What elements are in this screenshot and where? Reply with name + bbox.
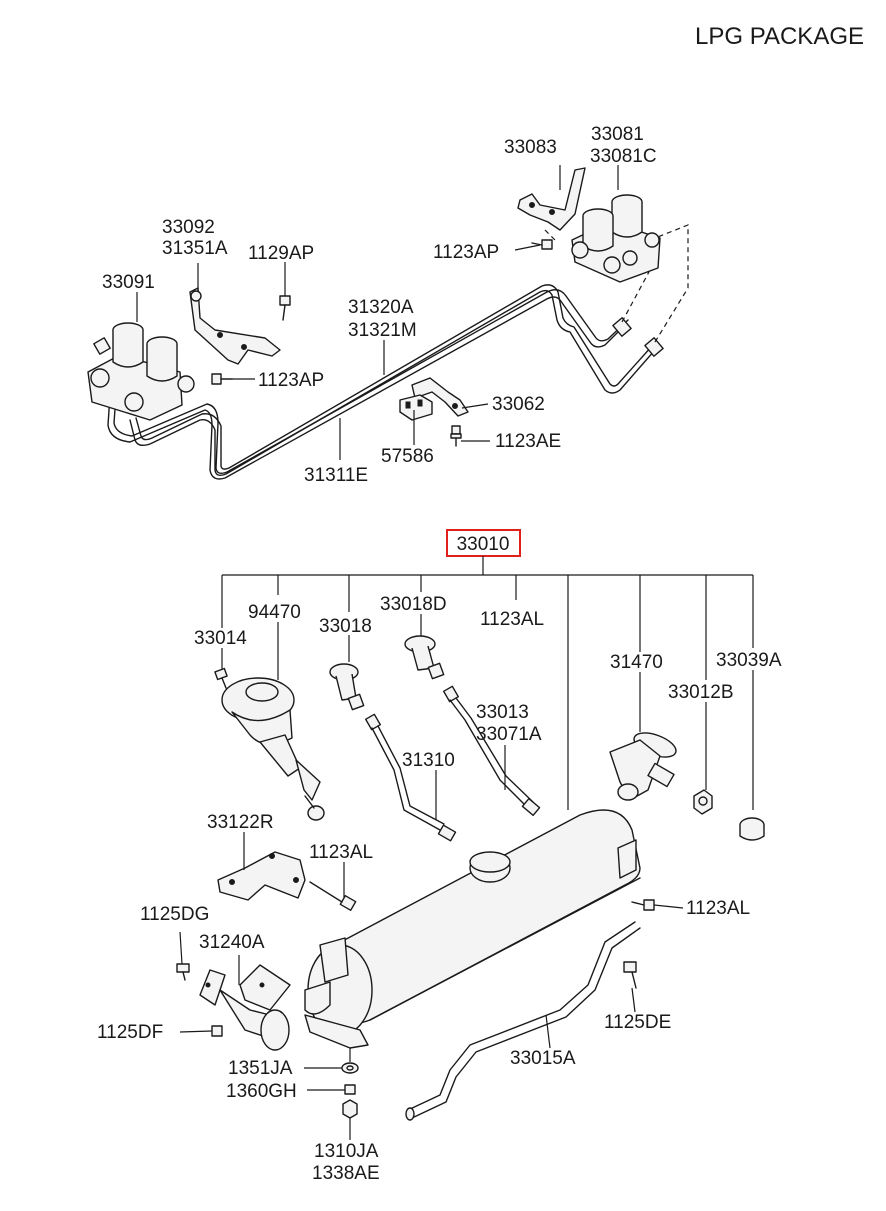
bolt-1123AL-bracket-icon bbox=[309, 881, 357, 912]
label-1123AP-mid: 1123AP bbox=[258, 370, 324, 391]
bolt-1129AP-icon bbox=[279, 295, 291, 321]
label-1125DF: 1125DF bbox=[97, 1022, 163, 1043]
label-31320A: 31320A bbox=[348, 297, 414, 318]
label-94470: 94470 bbox=[248, 602, 301, 623]
nut-1310JA-icon bbox=[342, 1099, 358, 1119]
bolt-1123AL-tank-icon bbox=[631, 899, 655, 911]
clamp-57586-icon bbox=[399, 394, 433, 421]
label-33092: 33092 bbox=[162, 217, 215, 238]
diagram-title: LPG PACKAGE bbox=[695, 23, 864, 50]
bracket-31240A-icon bbox=[199, 964, 291, 1051]
label-31470: 31470 bbox=[610, 652, 663, 673]
dash-leader-icon bbox=[621, 269, 651, 323]
bracket-33083-icon bbox=[517, 167, 586, 231]
pipe-fitting-icon bbox=[612, 317, 632, 337]
label-1123AL-tree: 1123AL bbox=[480, 609, 544, 630]
valve-31470-icon bbox=[609, 732, 677, 801]
label-33081C: 33081C bbox=[590, 146, 657, 167]
solenoid-valve-33081-icon bbox=[571, 194, 661, 283]
bracket-33122R-icon bbox=[217, 851, 306, 901]
pipe-33013-icon bbox=[442, 685, 541, 817]
label-31311E: 31311E bbox=[304, 465, 368, 486]
fitting-33018-icon bbox=[329, 663, 365, 711]
label-33014: 33014 bbox=[194, 628, 247, 649]
solenoid-valve-33091-icon bbox=[87, 322, 195, 421]
label-1351JA: 1351JA bbox=[228, 1058, 293, 1079]
label-31351A: 31351A bbox=[162, 238, 228, 259]
nut-33012B-icon bbox=[693, 789, 713, 815]
bolt-1125DG-icon bbox=[176, 963, 190, 981]
label-33071A: 33071A bbox=[476, 724, 542, 745]
label-1123AP-upper: 1123AP bbox=[433, 242, 499, 263]
washer-1351JA-icon bbox=[341, 1062, 359, 1074]
label-33083: 33083 bbox=[504, 137, 557, 158]
fuel-pipe-31320A bbox=[129, 284, 656, 477]
label-33012B: 33012B bbox=[668, 682, 734, 703]
pipe-fitting-icon bbox=[644, 337, 664, 357]
label-1125DG: 1125DG bbox=[140, 904, 209, 925]
fitting-33018D-icon bbox=[404, 635, 445, 680]
filler-valve-94470-icon bbox=[221, 677, 325, 821]
bolt-1125DE-icon bbox=[623, 961, 637, 989]
label-33010: 33010 bbox=[457, 534, 510, 555]
label-1338AE: 1338AE bbox=[312, 1163, 380, 1184]
dash-leader-icon bbox=[649, 224, 689, 343]
assembly-tree-lines bbox=[221, 556, 754, 810]
label-1129AP: 1129AP bbox=[248, 243, 314, 264]
label-1360GH: 1360GH bbox=[226, 1081, 297, 1102]
dash-leader-icon bbox=[544, 229, 556, 241]
label-1123AL-tank: 1123AL bbox=[686, 898, 750, 919]
pipe-31310-icon bbox=[364, 713, 457, 842]
bolt-1123AE-icon bbox=[450, 425, 462, 447]
label-1123AE: 1123AE bbox=[495, 431, 561, 452]
label-33018: 33018 bbox=[319, 616, 372, 637]
bolt-1123AP-icon bbox=[211, 373, 233, 385]
label-33062: 33062 bbox=[492, 394, 545, 415]
label-1123AL-bracket: 1123AL bbox=[309, 842, 373, 863]
cap-33039A-icon bbox=[739, 817, 765, 841]
bracket-33092-icon bbox=[189, 287, 281, 365]
label-31321M: 31321M bbox=[348, 320, 417, 341]
bolt-1123AP-icon bbox=[531, 239, 553, 250]
label-33039A: 33039A bbox=[716, 650, 782, 671]
clip-33062-icon bbox=[411, 377, 469, 417]
bolt-1125DF-icon bbox=[211, 1025, 223, 1037]
lpg-tank-icon bbox=[304, 809, 641, 1049]
pipe-33015A-icon bbox=[405, 921, 641, 1121]
label-33013: 33013 bbox=[476, 702, 529, 723]
label-33015A: 33015A bbox=[510, 1048, 576, 1069]
lower-leader-lines bbox=[179, 745, 684, 1140]
label-1125DE: 1125DE bbox=[604, 1012, 671, 1033]
upper-leader-lines bbox=[136, 165, 619, 460]
screw-33014-icon bbox=[214, 667, 228, 689]
label-33081: 33081 bbox=[591, 124, 644, 145]
fuel-pipe-31311E bbox=[107, 289, 629, 480]
label-33122R: 33122R bbox=[207, 812, 274, 833]
label-33018D: 33018D bbox=[380, 594, 447, 615]
label-33091: 33091 bbox=[102, 272, 155, 293]
label-31240A: 31240A bbox=[199, 932, 265, 953]
label-31310: 31310 bbox=[402, 750, 455, 771]
label-1310JA: 1310JA bbox=[314, 1141, 379, 1162]
spacer-1360GH-icon bbox=[344, 1084, 356, 1095]
label-57586: 57586 bbox=[381, 446, 434, 467]
